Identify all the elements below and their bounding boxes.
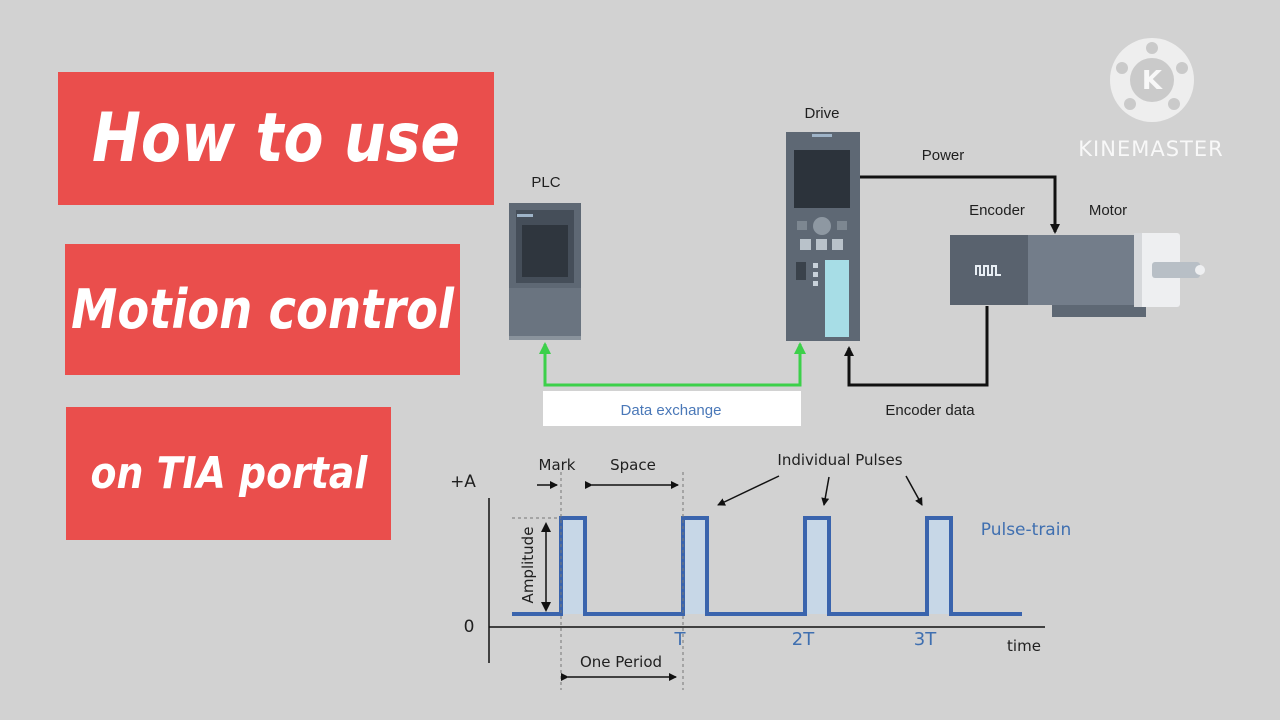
individual-pulses-label: Individual Pulses xyxy=(777,451,902,469)
tick-2T: 2T xyxy=(792,629,815,650)
space-label: Space xyxy=(610,456,656,474)
one-period-label: One Period xyxy=(580,653,662,671)
tick-3T: 3T xyxy=(914,629,937,650)
pulse-pointer-1 xyxy=(717,475,780,506)
encoder-data-label: Encoder data xyxy=(885,402,975,419)
power-line-arrow xyxy=(860,175,1060,234)
amplitude-label: Amplitude xyxy=(519,527,537,604)
data-exchange-box xyxy=(543,391,801,426)
title-line-1: How to use xyxy=(58,72,494,205)
pulse-4-fill xyxy=(927,518,951,614)
data-exchange-label: Data exchange xyxy=(621,402,722,419)
pulse-2-fill xyxy=(683,518,707,614)
encoder-data-arrow xyxy=(844,306,989,387)
plc-label: PLC xyxy=(531,174,560,191)
pulse-1-fill xyxy=(561,518,585,614)
svg-text:K: K xyxy=(1142,66,1163,96)
tick-T: T xyxy=(674,629,687,650)
motor-device xyxy=(1028,233,1205,317)
x-axis-label: time xyxy=(1007,637,1041,655)
amplitude-arrow-down xyxy=(541,602,551,612)
kinemaster-text: KINEMASTER xyxy=(1078,137,1223,161)
pulse-pointer-3 xyxy=(905,475,923,506)
kinemaster-logo-icon: K xyxy=(1110,38,1194,122)
encoder-device xyxy=(950,235,1028,305)
pulse-icon xyxy=(975,265,1001,276)
pulse-3-fill xyxy=(805,518,829,614)
encoder-label: Encoder xyxy=(969,202,1025,219)
drive-label: Drive xyxy=(804,105,839,122)
y-top-label: +A xyxy=(450,472,476,492)
amplitude-arrow-up xyxy=(541,522,551,532)
pulse-train-line xyxy=(512,516,1022,616)
title-line-3: on TIA portal xyxy=(66,407,391,540)
kinemaster-watermark: K KINEMASTER xyxy=(1078,38,1223,161)
data-exchange-line xyxy=(543,350,802,387)
pulse-train-label: Pulse-train xyxy=(981,520,1071,540)
pulse-pointer-2 xyxy=(821,476,830,506)
plc-device xyxy=(509,203,581,340)
y-zero-label: 0 xyxy=(464,617,475,637)
drive-device xyxy=(786,132,860,341)
motor-label: Motor xyxy=(1089,202,1127,219)
mark-label: Mark xyxy=(539,456,576,474)
power-label: Power xyxy=(922,147,965,164)
title-line-2: Motion control xyxy=(65,244,460,375)
